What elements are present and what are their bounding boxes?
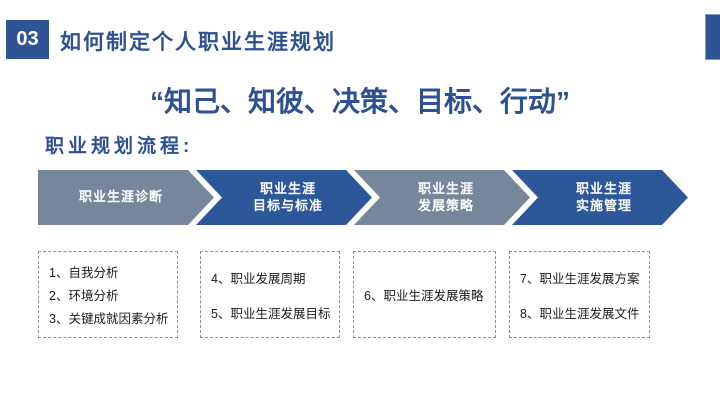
arrow-label-line: 职业生涯 xyxy=(575,180,632,196)
slide-title: 如何制定个人职业生涯规划 xyxy=(60,31,336,54)
list-item: 2、环境分析 xyxy=(49,289,119,303)
detail-box-diagnosis: 1、自我分析 2、环境分析 3、关键成就因素分析 xyxy=(38,251,178,338)
arrow-label: 职业生涯 发展策略 xyxy=(418,181,474,215)
arrow-label-line: 实施管理 xyxy=(575,197,632,213)
list-item: 5、职业生涯发展目标 xyxy=(211,306,331,321)
list-item: 1、自我分析 xyxy=(49,266,119,280)
process-arrow-band: 职业生涯诊断 职业生涯 目标与标准 职业生涯 发展策略 职业生涯 实施管理 xyxy=(38,170,688,225)
process-arrow-career-development-strategy: 职业生涯 发展策略 xyxy=(354,170,530,225)
quote-text: “知己、知彼、决策、目标、行动” xyxy=(149,86,570,117)
arrow-label-line: 目标与标准 xyxy=(252,197,323,213)
process-arrow-career-diagnosis: 职业生涯诊断 xyxy=(38,170,214,225)
list-item: 7、职业生涯发展方案 xyxy=(520,271,640,286)
process-section-label: 职业规划流程: xyxy=(45,136,194,157)
section-number-badge: 03 xyxy=(6,20,49,59)
arrow-label-line: 职业生涯 xyxy=(259,180,316,196)
detail-box-strategy: 6、职业生涯发展策略 xyxy=(353,251,496,338)
arrow-label-line: 职业生涯诊断 xyxy=(78,189,163,205)
arrow-label: 职业生涯 实施管理 xyxy=(576,181,632,215)
list-item: 6、职业生涯发展策略 xyxy=(364,289,484,303)
detail-box-goals: 4、职业发展周期 5、职业生涯发展目标 xyxy=(200,251,340,338)
arrow-label-line: 发展策略 xyxy=(417,197,474,213)
arrow-label: 职业生涯 目标与标准 xyxy=(253,181,323,215)
detail-box-implementation: 7、职业生涯发展方案 8、职业生涯发展文件 xyxy=(509,251,650,338)
list-item: 3、关键成就因素分析 xyxy=(49,312,169,326)
arrow-label: 职业生涯诊断 xyxy=(79,189,163,206)
arrow-label-line: 职业生涯 xyxy=(417,180,474,196)
list-item: 8、职业生涯发展文件 xyxy=(520,306,640,321)
list-item: 4、职业发展周期 xyxy=(211,271,306,286)
process-arrow-career-goals-standards: 职业生涯 目标与标准 xyxy=(196,170,372,225)
process-arrow-career-implementation-management: 职业生涯 实施管理 xyxy=(512,170,688,225)
corner-decoration-block xyxy=(705,14,720,60)
